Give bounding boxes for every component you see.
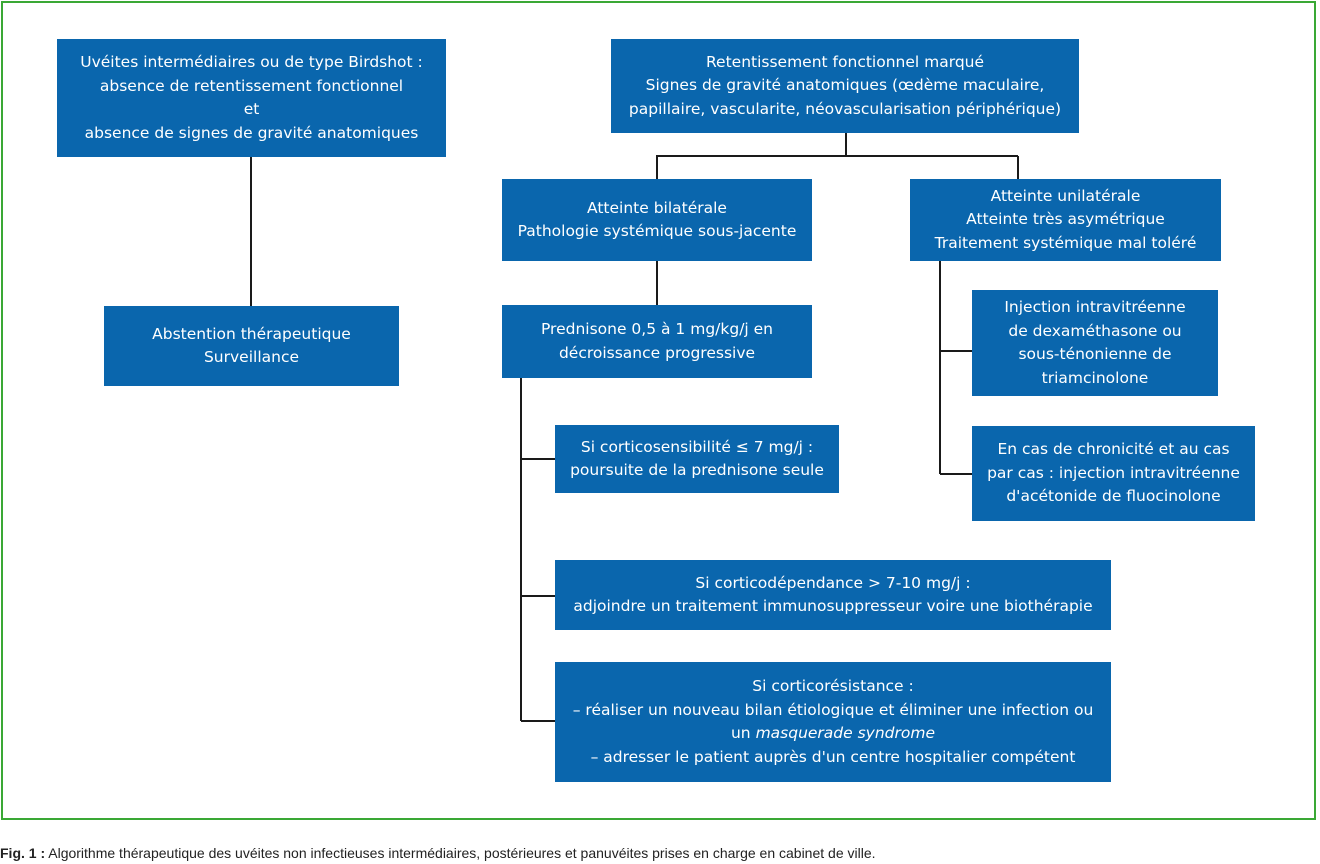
- box-line: adjoindre un traitement immunosuppresseu…: [573, 597, 1093, 615]
- box-line: papillaire, vascularite, néovascularisat…: [628, 99, 1062, 118]
- box-line: – adresser le patient auprès d'un centre…: [590, 747, 1076, 766]
- box-bilateral: Atteinte bilatérale Pathologie systémiqu…: [502, 179, 812, 261]
- box-line: d'acétonide de fluocinolone: [1006, 487, 1221, 506]
- box-corticoresistance: Si corticorésistance : – réaliser un nou…: [555, 662, 1111, 782]
- caption-text: Algorithme thérapeutique des uvéites non…: [45, 845, 876, 861]
- caption-label: Fig. 1 :: [0, 845, 46, 861]
- box-functional-impact: Retentissement fonctionnel marqué Signes…: [611, 39, 1079, 133]
- box-line: En cas de chronicité et au cas: [997, 440, 1230, 459]
- masquerade-syndrome-term: masquerade syndrome: [755, 724, 936, 742]
- box-line: Traitement systémique mal toléré: [934, 233, 1197, 252]
- box-line: Uvéites intermédiaires ou de type Birdsh…: [80, 53, 423, 71]
- box-line: Surveillance: [203, 348, 300, 366]
- box-prednisone: Prednisone 0,5 à 1 mg/kg/j en décroissan…: [502, 305, 812, 378]
- box-line: poursuite de la prednisone seule: [570, 461, 824, 479]
- box-line: Injection intravitréenne: [1004, 298, 1186, 316]
- box-corticosensitivity: Si corticosensibilité ≤ 7 mg/j : poursui…: [555, 425, 839, 493]
- box-unilateral: Atteinte unilatérale Atteinte très asymé…: [910, 179, 1221, 261]
- box-corticodependence: Si corticodépendance > 7-10 mg/j : adjoi…: [555, 560, 1111, 630]
- box-line: Si corticosensibilité ≤ 7 mg/j :: [580, 437, 814, 456]
- box-fluocinolone: En cas de chronicité et au cas par cas :…: [972, 426, 1255, 521]
- box-abstention: Abstention thérapeutique Surveillance: [104, 306, 399, 386]
- box-line: Si corticorésistance :: [752, 677, 914, 695]
- box-line: décroissance progressive: [558, 343, 756, 362]
- box-line: Atteinte très asymétrique: [966, 210, 1165, 229]
- box-intermediate-uveitis: Uvéites intermédiaires ou de type Birdsh…: [57, 39, 446, 157]
- box-dexamethasone-injection: Injection intravitréenne de dexaméthason…: [972, 290, 1218, 396]
- box-line: Signes de gravité anatomiques (œdème mac…: [645, 76, 1045, 95]
- box-line: Prednisone 0,5 à 1 mg/kg/j en: [540, 320, 774, 338]
- box-line: Abstention thérapeutique: [152, 324, 351, 343]
- box-line: – réaliser un nouveau bilan étiologique …: [572, 700, 1094, 719]
- box-line: Si corticodépendance > 7-10 mg/j :: [695, 573, 971, 592]
- box-line-prefix: un: [730, 724, 756, 742]
- figure-frame: [1, 1, 1316, 820]
- box-line: et: [243, 100, 260, 118]
- box-line: sous-ténonienne de: [1018, 345, 1172, 363]
- box-line-mixed: un masquerade syndrome: [731, 722, 935, 746]
- box-line: de dexaméthasone ou: [1008, 321, 1182, 340]
- box-line: Atteinte bilatérale: [587, 198, 727, 217]
- box-line: Pathologie systémique sous-jacente: [517, 222, 797, 240]
- box-line: triamcinolone: [1041, 368, 1149, 387]
- box-line: Retentissement fonctionnel marqué: [705, 52, 985, 71]
- box-line: par cas : injection intravitréenne: [987, 463, 1240, 482]
- figure-caption: Fig. 1 : Algorithme thérapeutique des uv…: [0, 845, 876, 861]
- box-line: absence de retentissement fonctionnel: [99, 76, 404, 95]
- box-line: Atteinte unilatérale: [990, 186, 1141, 205]
- box-line: absence de signes de gravité anatomiques: [84, 123, 419, 142]
